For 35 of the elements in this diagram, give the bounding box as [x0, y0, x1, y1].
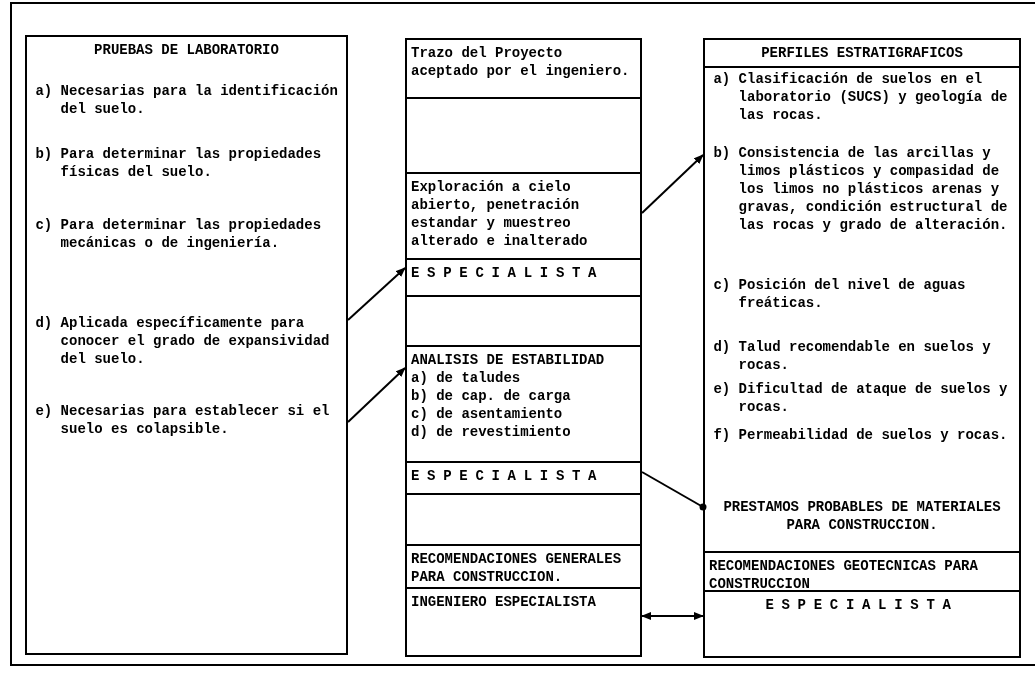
list-item: b) Para determinar las propiedades físicas del suelo. [27, 145, 350, 185]
cell-text: ESPECIALISTA [411, 467, 606, 485]
table-cell [705, 551, 1019, 590]
list-item: a) Clasificación de suelos en el laboratorio (SUCS) y geología de las rocas. [705, 70, 1023, 128]
arrow [641, 154, 704, 214]
list-item: e) Dificultad de ataque de suelos y rocas. [705, 380, 1023, 420]
cell-text: INGENIERO ESPECIALISTA [411, 593, 597, 611]
list-item: d) Talud recomendable en suelos y rocas. [705, 338, 1023, 378]
column-box [405, 38, 642, 657]
arrow [347, 267, 406, 321]
cell-text: ESPECIALISTA [411, 264, 606, 282]
cell-text: Exploración a cielo abierto, penetración estandar y muestreo alterado e inalterado [411, 178, 589, 250]
cell-text: a) de taludes [411, 369, 522, 387]
list-item: f) Permeabilidad de suelos y rocas. [705, 426, 1023, 466]
cell-text: RECOMENDACIONES GEOTECNICAS PARA CONSTRUCCION [709, 557, 979, 593]
cell-text: PRESTAMOS PROBABLES DE MATERIALES PARA CONSTRUCCION. [722, 498, 1002, 534]
column-box [703, 38, 1021, 658]
cell-text: d) de revestimiento [411, 423, 572, 441]
panel-box [25, 35, 348, 655]
arrow [641, 612, 704, 620]
arrow [347, 367, 406, 423]
list-item: b) Consistencia de las arcillas y limos plásticos y compasidad de los limos no plásticos arenas y gravas, condición estructural de las rocas y grado de alteración. [705, 144, 1023, 256]
cell-text: Trazo del Proyecto aceptado por el ingeniero. [411, 44, 631, 80]
cell-text: ESPECIALISTA [764, 596, 960, 614]
list-item: a) Necesarias para la identificación del suelo. [27, 82, 350, 122]
cell-text: ANALISIS DE ESTABILIDAD [411, 351, 606, 369]
list-item: c) Posición del nivel de aguas freáticas. [705, 276, 1023, 316]
list-item: c) Para determinar las propiedades mecánicas o de ingeniería. [27, 216, 350, 274]
list-item: d) Aplicada específicamente para conocer el grado de expansividad del suelo. [27, 314, 350, 372]
cell-text: b) de cap. de carga [411, 387, 572, 405]
list-item: e) Necesarias para establecer si el suelo es colapsible. [27, 402, 350, 442]
cell-text: c) de asentamiento [411, 405, 564, 423]
cell-text: RECOMENDACIONES GENERALES PARA CONSTRUCCION. [411, 550, 623, 586]
column-heading: PRUEBAS DE LABORATORIO [93, 41, 280, 60]
column-heading: PERFILES ESTRATIGRAFICOS [705, 40, 1019, 68]
